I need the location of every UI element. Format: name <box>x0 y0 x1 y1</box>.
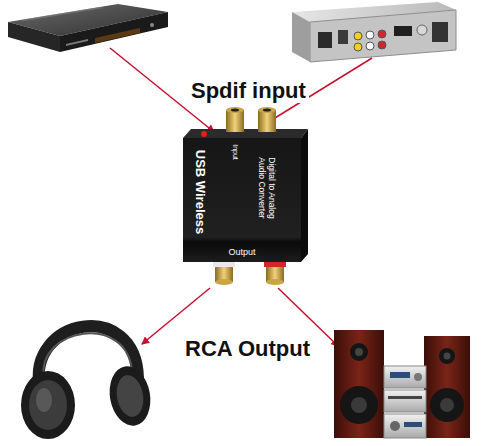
section-label: RCA Output <box>182 337 313 361</box>
set-top-box <box>292 2 456 62</box>
section-label: Spdif input <box>188 79 309 103</box>
speaker-system <box>334 330 470 438</box>
port-label: Input <box>231 144 239 160</box>
port-label: Output <box>228 247 255 258</box>
product-name: Digital to Analog Audio Converter <box>257 148 277 228</box>
headphones <box>21 326 155 439</box>
converter-box: USB Wireless Digital to Analog Audio Conv… <box>183 138 301 262</box>
converter-housing <box>183 107 308 285</box>
output-arrow <box>142 288 210 344</box>
dvd-player <box>8 4 168 52</box>
brand-text: USB Wireless <box>192 150 208 234</box>
